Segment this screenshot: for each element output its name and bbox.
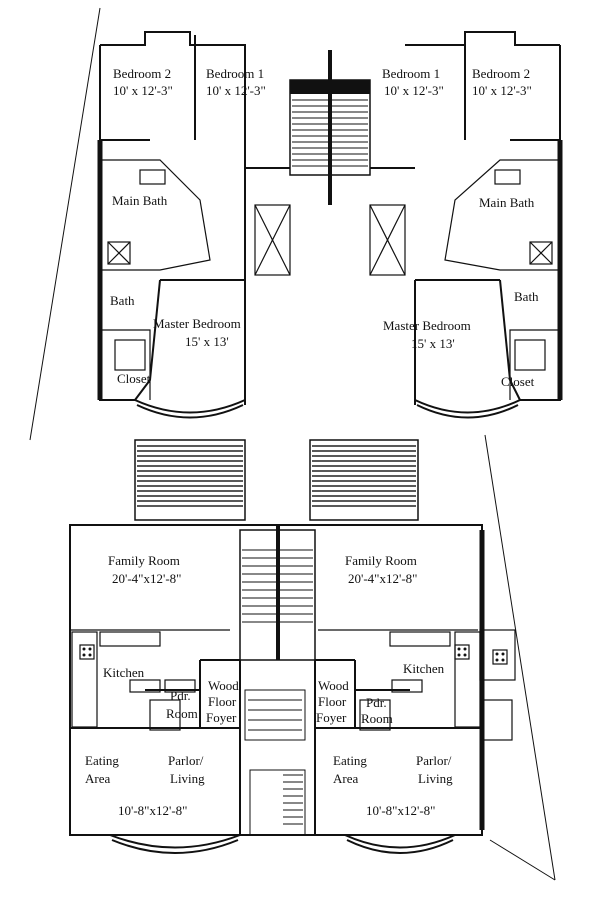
bedroom2-right-label: Bedroom 2: [472, 66, 530, 81]
foyer-right-label-2: Floor: [318, 694, 347, 709]
range-burners: [79, 644, 508, 665]
main-partitions: [70, 659, 482, 835]
master-left-label: Master Bedroom: [153, 316, 241, 331]
property-line-right: [484, 434, 556, 881]
bedroom2-right-size: 10' x 12'-3": [472, 83, 532, 98]
bedroom1-right-size: 10' x 12'-3": [384, 83, 444, 98]
main-bath-left-label: Main Bath: [112, 193, 168, 208]
main-floor-plan: Family Room 20'-4"x12'-8" Kitchen Pdr. R…: [69, 434, 556, 881]
bath-left-label: Bath: [110, 293, 135, 308]
foyer-left-label-3: Foyer: [206, 710, 237, 725]
pdr-left-label-2: Room: [166, 706, 198, 721]
upper-left-outer-wall: [100, 31, 246, 405]
foyer-left-label-2: Floor: [208, 694, 237, 709]
master-bedrooms: [134, 279, 521, 419]
upper-left-side-wall: [99, 45, 135, 401]
front-bays: [109, 834, 456, 854]
pdr-left-label-1: Pdr.: [170, 688, 191, 703]
upper-right-outer-wall: [405, 31, 560, 46]
bedroom2-left-size: 10' x 12'-3": [113, 83, 173, 98]
foyer-left-label-1: Wood: [208, 678, 239, 693]
property-line-corner: [489, 839, 556, 881]
foyer-right-label-3: Foyer: [316, 710, 347, 725]
bedroom1-left-label: Bedroom 1: [206, 66, 264, 81]
pdr-right-label-2: Room: [361, 711, 393, 726]
eating-left-label-1: Eating: [85, 753, 119, 768]
closet-right-label: Closet: [501, 374, 535, 389]
pdr-right-label-1: Pdr.: [366, 695, 387, 710]
rear-decks: [134, 439, 419, 521]
foyer-right-label-1: Wood: [318, 678, 349, 693]
master-right-size: 15' x 13': [411, 336, 455, 351]
family-room-left-size: 20'-4"x12'-8": [112, 571, 181, 586]
kitchen-counters: [70, 629, 516, 741]
upper-floor-plan: Bedroom 2 10' x 12'-3" Bedroom 1 10' x 1…: [29, 7, 563, 441]
family-room-right-size: 20'-4"x12'-8": [348, 571, 417, 586]
parlor-left-label-1: Parlor/: [168, 753, 204, 768]
bath-right-label: Bath: [514, 289, 539, 304]
property-line: [29, 7, 101, 441]
kitchen-right-label: Kitchen: [403, 661, 445, 676]
closet-left-label: Closet: [117, 371, 151, 386]
parlor-right-label-1: Parlor/: [416, 753, 452, 768]
dining-left-size: 10'-8"x12'-8": [118, 803, 187, 818]
bedroom2-left-label: Bedroom 2: [113, 66, 171, 81]
main-stairs: [239, 529, 316, 836]
hall-closets: [254, 204, 406, 276]
main-bath-right-label: Main Bath: [479, 195, 535, 210]
upper-right-side-wall: [520, 45, 561, 401]
bedroom1-left-size: 10' x 12'-3": [206, 83, 266, 98]
master-left-size: 15' x 13': [185, 334, 229, 349]
eating-right-label-2: Area: [333, 771, 358, 786]
kitchen-left-label: Kitchen: [103, 665, 145, 680]
family-room-right-label: Family Room: [345, 553, 417, 568]
bedroom1-right-label: Bedroom 1: [382, 66, 440, 81]
dining-right-size: 10'-8"x12'-8": [366, 803, 435, 818]
eating-right-label-1: Eating: [333, 753, 367, 768]
upper-right-baths: [444, 159, 560, 400]
master-right-label: Master Bedroom: [383, 318, 471, 333]
family-room-left-label: Family Room: [108, 553, 180, 568]
parlor-left-label-2: Living: [170, 771, 205, 786]
eating-left-label-2: Area: [85, 771, 110, 786]
parlor-right-label-2: Living: [418, 771, 453, 786]
